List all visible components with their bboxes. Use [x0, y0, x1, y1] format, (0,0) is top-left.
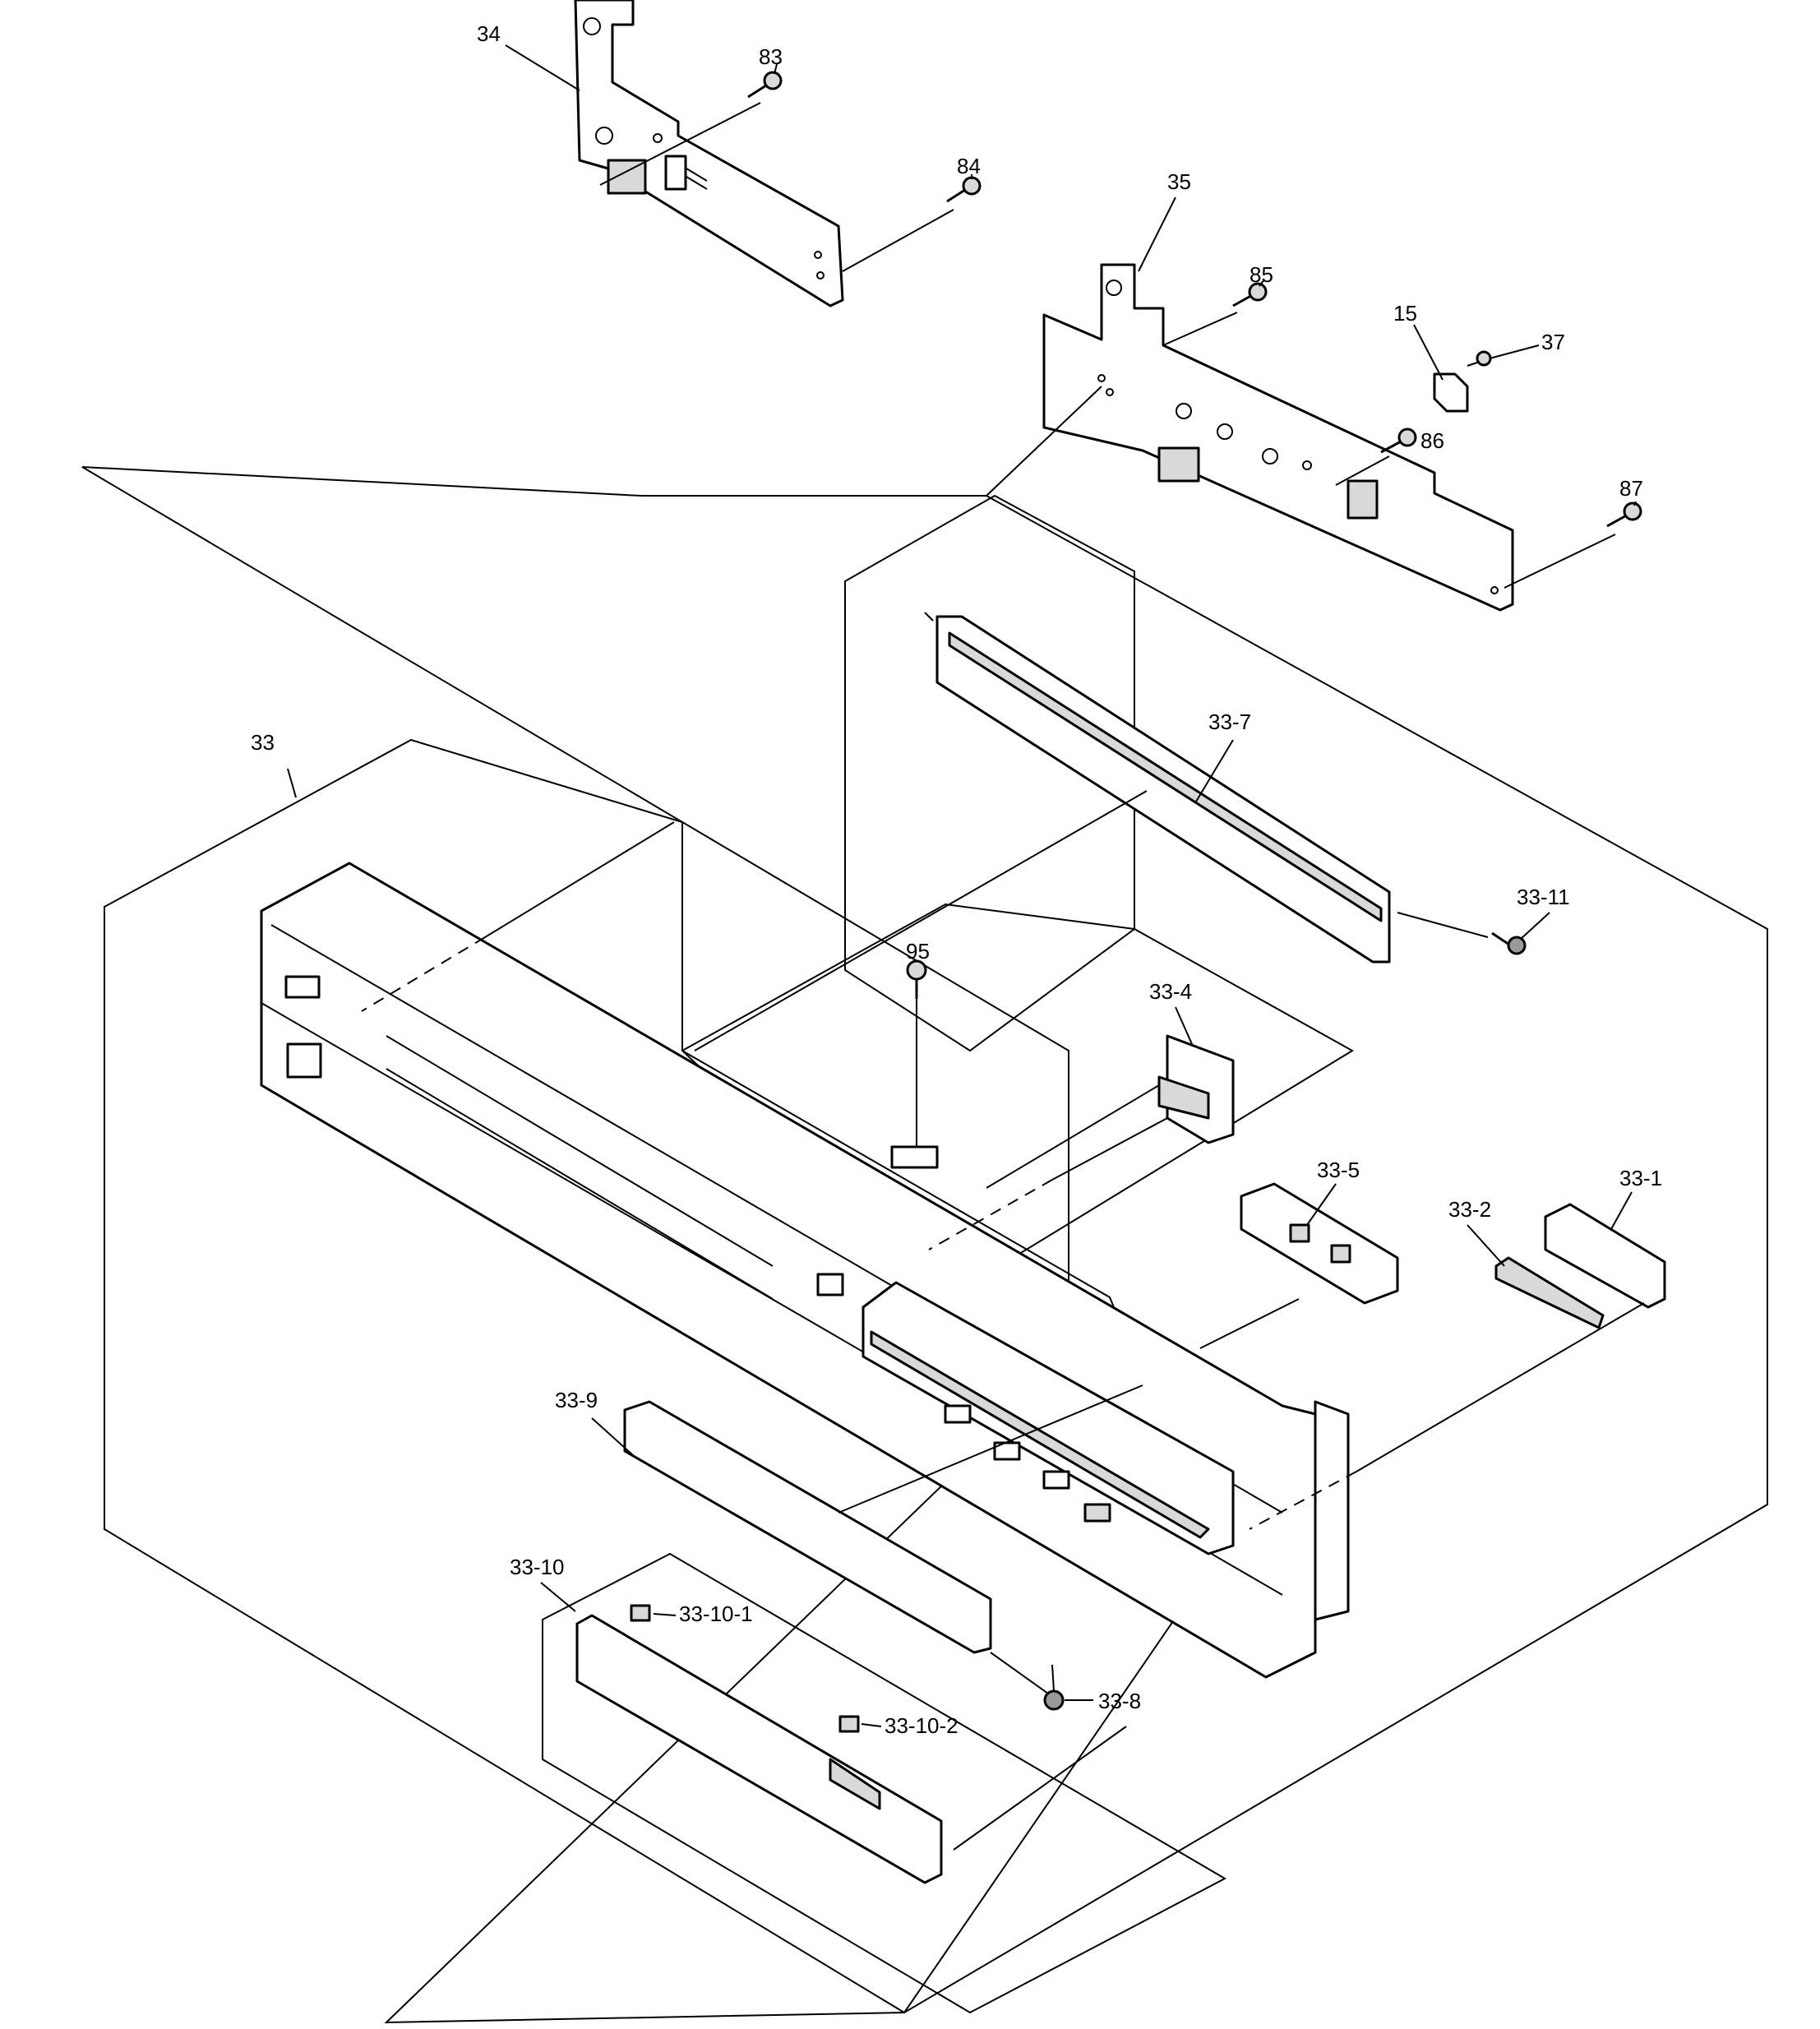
outline-lid-assembly	[542, 1552, 1227, 2014]
screw-83	[747, 71, 783, 99]
screw-37	[1476, 350, 1492, 367]
label-85: 85	[1250, 262, 1273, 287]
spring-33-8	[1043, 1664, 1065, 1711]
label-34: 34	[477, 21, 501, 46]
label-37: 37	[1541, 330, 1565, 354]
label-35: 35	[1167, 169, 1191, 194]
part-33-10-1-cap	[630, 1604, 651, 1622]
label-33-10: 33-10	[510, 1555, 565, 1579]
label-33-8: 33-8	[1098, 1689, 1141, 1713]
part-33-4-switch	[1157, 1034, 1235, 1144]
leader-lines	[287, 44, 1637, 1727]
label-83: 83	[759, 44, 783, 69]
label-15: 15	[1393, 301, 1417, 326]
label-33-5: 33-5	[1317, 1158, 1360, 1182]
label-33-1: 33-1	[1619, 1166, 1662, 1190]
outline-front-panel-assembly	[81, 466, 1768, 2024]
screw-87	[1606, 501, 1642, 528]
part-33-2-button	[1494, 1256, 1605, 1329]
part-33-front-panel	[260, 862, 1350, 1679]
label-33: 33	[251, 730, 275, 755]
screw-84	[946, 176, 982, 203]
label-87: 87	[1619, 476, 1643, 501]
part-33-10-2-cap	[838, 1715, 860, 1733]
part-15-clip	[1433, 372, 1469, 413]
part-33-1-lever	[1544, 1203, 1666, 1309]
label-95: 95	[906, 939, 930, 964]
label-33-10-2: 33-10-2	[885, 1713, 959, 1738]
screw-85	[1232, 282, 1268, 307]
screw-86	[1380, 428, 1417, 454]
label-33-2: 33-2	[1448, 1197, 1491, 1222]
part-33-5-button-bracket	[1240, 1182, 1399, 1305]
outline-main-assembly	[104, 738, 1218, 2014]
label-33-11: 33-11	[1517, 885, 1570, 909]
label-86: 86	[1420, 428, 1444, 453]
label-84: 84	[957, 154, 981, 178]
screw-95	[890, 959, 939, 1169]
assembly-lines	[361, 102, 1645, 1851]
label-33-10-1: 33-10-1	[679, 1601, 753, 1626]
part-33-7-window	[924, 612, 1391, 964]
part-33-10-lid	[575, 1614, 943, 1884]
spring-33-11	[1491, 931, 1527, 955]
part-35-bracket	[1042, 263, 1514, 612]
label-33-7: 33-7	[1208, 709, 1251, 734]
part-34-bracket	[574, 0, 844, 307]
label-33-9: 33-9	[555, 1388, 598, 1412]
label-33-4: 33-4	[1149, 979, 1192, 1004]
part-33-9-rail	[623, 1400, 992, 1654]
callout-labels: 34 83 84 35 85 15 37 86 87 33 33-7 33-11…	[251, 21, 1662, 1738]
